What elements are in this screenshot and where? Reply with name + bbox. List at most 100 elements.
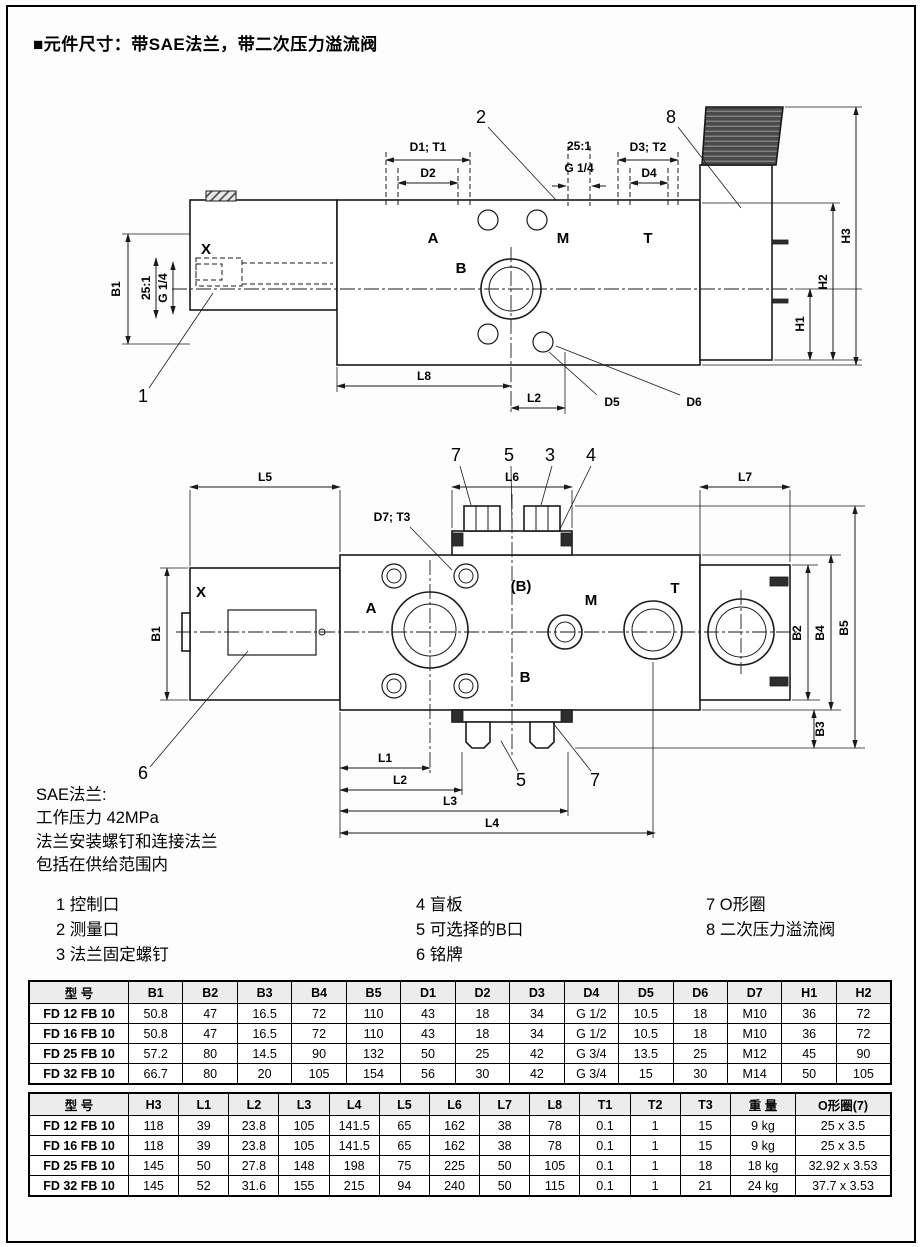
dim-label-d2: D2: [420, 166, 436, 180]
port-t-circle: [623, 600, 683, 660]
value-cell: 39: [178, 1135, 230, 1156]
legend-column-2: 4 盲板 5 可选择的B口 6 铭牌: [390, 893, 680, 967]
value-cell: 15: [679, 1135, 732, 1156]
value-cell: 65: [378, 1115, 430, 1136]
column-header: H3: [127, 1092, 180, 1116]
flange-bolt-head: [463, 505, 501, 532]
dim-label-l5: L5: [258, 470, 272, 484]
value-cell: 56: [400, 1063, 456, 1085]
value-cell: 42: [509, 1063, 565, 1085]
value-cell: 66.7: [127, 1063, 184, 1085]
value-cell: 38: [479, 1115, 531, 1136]
bottom-plug: [465, 721, 491, 749]
control-block-outline: [189, 199, 338, 311]
callout-7-bottom: 7: [590, 770, 600, 790]
value-cell: 14.5: [236, 1043, 293, 1064]
column-header: B1: [127, 980, 184, 1004]
note-line: 工作压力 42MPa: [36, 809, 159, 828]
model-cell: FD 12 FB 10: [28, 1115, 129, 1136]
column-header: O形圈(7): [795, 1092, 892, 1116]
flange-bolt-head: [523, 505, 561, 532]
value-cell: 1: [629, 1175, 681, 1197]
dim-label-b5: B5: [837, 620, 851, 636]
legend-item: 3 法兰固定螺钉: [56, 945, 169, 964]
value-cell: 105: [835, 1063, 892, 1085]
port-label-b-optional: (B): [511, 578, 532, 595]
value-cell: 38: [479, 1135, 531, 1156]
value-cell: 148: [278, 1155, 330, 1176]
value-cell: 18: [454, 1023, 511, 1044]
value-cell: G 1/2: [563, 1003, 620, 1024]
column-header: D3: [509, 980, 565, 1004]
top-view-centerlines: [172, 247, 795, 412]
callout-5-top: 5: [504, 445, 514, 465]
value-cell: 18: [454, 1003, 511, 1024]
dim-label-h1: H1: [793, 316, 807, 332]
dim-label-d5: D5: [604, 395, 620, 409]
port-label-m: M: [585, 592, 598, 609]
value-cell: 47: [182, 1023, 238, 1044]
value-cell: 36: [781, 1023, 837, 1044]
value-cell: 42: [509, 1043, 565, 1064]
o-ring-mark: [451, 709, 464, 723]
bolt-hole: [453, 673, 479, 699]
value-cell: 72: [835, 1003, 892, 1024]
column-header: L2: [228, 1092, 280, 1116]
top-view-hidden-lines: [195, 146, 679, 287]
value-cell: 141.5: [328, 1135, 380, 1156]
bolt-hole: [381, 673, 407, 699]
callout-8: 8: [666, 107, 676, 127]
column-header: L7: [479, 1092, 531, 1116]
dim-label-b1: B1: [149, 626, 163, 642]
model-cell: FD 32 FB 10: [28, 1063, 129, 1085]
value-cell: 21: [679, 1175, 732, 1197]
legend-item: 2 测量口: [56, 920, 120, 939]
port-label-t: T: [643, 230, 652, 247]
value-cell: 1: [629, 1115, 681, 1136]
value-cell: 18 kg: [730, 1155, 796, 1176]
column-header: L6: [428, 1092, 481, 1116]
bolt-hole: [477, 209, 499, 231]
top-view-labels: D1; T1 D2 25:1 G 1/4 D3; T2 D4 B1 25:1 G…: [109, 107, 853, 409]
dim-label-l2: L2: [527, 391, 541, 405]
value-cell: 145: [127, 1175, 180, 1197]
value-cell: 78: [529, 1115, 581, 1136]
value-cell: 240: [428, 1175, 481, 1197]
dim-label-l3: L3: [443, 794, 457, 808]
column-header: 型 号: [28, 1092, 129, 1116]
value-cell: 43: [400, 1003, 456, 1024]
legend-item: 6 铭牌: [416, 945, 463, 964]
value-cell: G 1/2: [563, 1023, 620, 1044]
model-cell: FD 16 FB 10: [28, 1023, 129, 1044]
dim-label-h2: H2: [816, 274, 830, 290]
value-cell: 72: [291, 1023, 347, 1044]
value-cell: 1: [629, 1135, 681, 1156]
value-cell: 23.8: [228, 1135, 280, 1156]
dim-label-d3-t2: D3; T2: [630, 140, 667, 154]
model-cell: FD 25 FB 10: [28, 1155, 129, 1176]
value-cell: 16.5: [236, 1023, 293, 1044]
value-cell: 13.5: [618, 1043, 674, 1064]
value-cell: 50: [479, 1155, 531, 1176]
value-cell: 78: [529, 1135, 581, 1156]
value-cell: 34: [509, 1003, 565, 1024]
value-cell: 141.5: [328, 1115, 380, 1136]
port-label-t: T: [670, 580, 679, 597]
value-cell: 65: [378, 1135, 430, 1156]
value-cell: 0.1: [579, 1115, 631, 1136]
dim-label-l6: L6: [505, 470, 519, 484]
flange-mark: [771, 298, 789, 304]
legend-column-1: 1 控制口 2 测量口 3 法兰固定螺钉: [30, 893, 390, 967]
relief-flange-outline: [699, 164, 773, 361]
legend-column-3: 7 O形圈 8 二次压力溢流阀: [680, 893, 888, 967]
value-cell: 105: [278, 1115, 330, 1136]
value-cell: 155: [278, 1175, 330, 1197]
model-cell: FD 16 FB 10: [28, 1135, 129, 1156]
o-ring-mark: [560, 709, 573, 723]
notes-block: SAE法兰: 工作压力 42MPa 法兰安装螺钉和连接法兰 包括在供给范围内: [36, 784, 218, 878]
column-header: 重 量: [730, 1092, 796, 1116]
